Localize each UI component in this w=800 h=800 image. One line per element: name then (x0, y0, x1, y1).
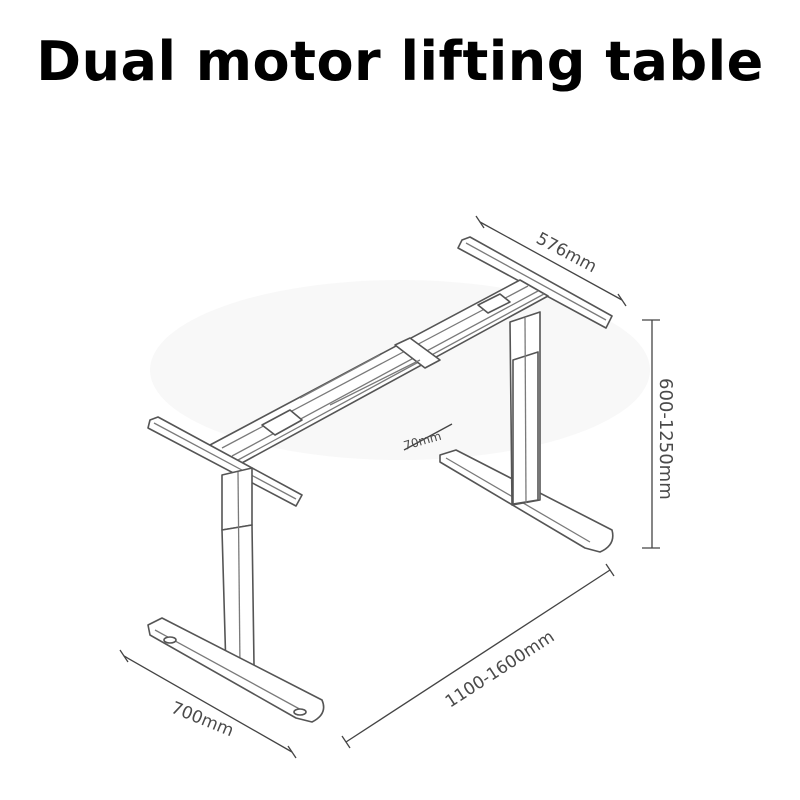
front-column-motor (221, 467, 253, 531)
page-title: Dual motor lifting table (36, 30, 764, 93)
dimension-depth-label: 700mm (168, 698, 236, 741)
front-column-outer (221, 524, 255, 671)
center-plate (394, 337, 441, 369)
front-leg (147, 467, 325, 723)
crossbeam (209, 279, 549, 465)
front-top-bracket (147, 416, 303, 507)
dimension-length-label: 1100-1600mm (442, 627, 558, 712)
back-top-bracket (457, 236, 613, 329)
dimension-length: 1100-1600mm (341, 563, 615, 749)
dimension-height: 600-1250mm (642, 319, 676, 549)
back-leg (439, 311, 614, 553)
dimension-height-label: 600-1250mm (655, 378, 676, 500)
front-foot (147, 617, 325, 723)
